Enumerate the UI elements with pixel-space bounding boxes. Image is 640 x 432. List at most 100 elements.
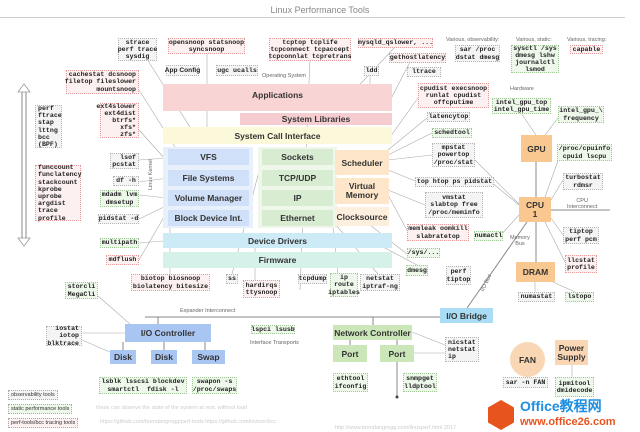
- various-observability-label: Various, observability:: [446, 37, 500, 43]
- tool-df: df -h: [113, 176, 139, 186]
- tool-nicstat: nicstat netstat ip: [445, 337, 479, 362]
- legend-tracing: perf-tools/bcc tracing tools: [8, 418, 79, 428]
- tool-tcpdump: tcpdump: [298, 274, 327, 284]
- swap-box: Swap: [192, 350, 225, 364]
- tool-sar-fan: sar -n FAN: [503, 377, 548, 388]
- static-tools-note: these can observe the state of the syste…: [96, 405, 248, 411]
- tool-ugc-ucalls: ugc ucalls: [216, 65, 258, 76]
- title-divider: [0, 17, 625, 18]
- tool-strace: strace perf trace sysdig: [117, 38, 158, 61]
- io-controller-box: I/O Controller: [125, 324, 211, 342]
- tool-sysctl: sysctl /sys dmesg lshw journalctl lsmod: [511, 45, 559, 73]
- tool-ext4slower: ext4slower ext4dist btrfs* xfs* zfs*: [96, 103, 139, 138]
- tool-schedtool: schedtool: [432, 128, 472, 138]
- layer-device-drivers: Device Drivers: [163, 233, 392, 248]
- tool-gethostlatency: gethostlatency: [389, 53, 446, 63]
- tool-biotop: biotop biosnoop biolatency bitesize: [131, 274, 210, 291]
- tool-lsblk: lsblk lsscsi blockdev smartctl fdisk -l: [99, 377, 187, 394]
- tool-sys: /sys/...: [407, 248, 440, 258]
- memory-bus-label: Memory Bus: [510, 235, 530, 247]
- cpu-box: CPU 1: [519, 197, 551, 222]
- tool-perf-ftrace: perf ftrace stap lttng bcc (BPF): [35, 105, 62, 148]
- tool-ip-route: ip route iptables: [328, 273, 360, 297]
- credit-text: http://www.brendangregg.com/linuxperf.ht…: [335, 425, 457, 431]
- tool-lsof: lsof pcstat: [110, 153, 139, 169]
- tool-swapon: swapon -s /proc/swaps: [192, 377, 237, 394]
- tool-perf-tiptop: perf tiptop: [446, 266, 471, 285]
- fan-circle: FAN: [510, 342, 545, 377]
- kernel-label: Linux Kernel: [148, 159, 154, 190]
- tool-tcptop: tcptop tcplife tcpconnect tcpaccept tcpc…: [268, 38, 352, 61]
- tool-ethtool: ethtool ifconfig: [333, 373, 368, 392]
- layer-syscall-interface: System Call Interface: [163, 127, 392, 144]
- watermark-url: www.office26.com: [520, 416, 616, 428]
- tool-ldd: ldd: [364, 66, 379, 76]
- legend-static: static performance tools: [8, 404, 73, 414]
- layer-file-systems: File Systems: [168, 170, 249, 186]
- tools-urls[interactable]: https://github.com/brendangregg/perf-too…: [100, 419, 277, 425]
- tool-memleak: memleak oomkill slabratetop: [407, 224, 469, 241]
- layer-virtual-memory: Virtual Memory: [335, 178, 389, 204]
- tool-intel-gpu-top: intel_gpu_top intel_gpu_time: [492, 98, 551, 114]
- tool-latencytop: latencytop: [427, 112, 470, 122]
- tool-cpuinfo: /proc/cpuinfo cpuid lscpu: [557, 144, 612, 161]
- tool-capable: capable: [570, 45, 603, 54]
- layer-sockets: Sockets: [262, 149, 333, 165]
- tool-opensnoop: opensnoop statsnoop syncsnoop: [168, 38, 245, 54]
- tool-top-htop: top htop ps pidstat: [415, 177, 494, 187]
- tool-multipath: multipath: [100, 238, 139, 248]
- os-label: Operating System: [262, 73, 307, 79]
- tool-pidstat-d: pidstat -d: [98, 214, 139, 224]
- tool-tiptop-pcm: tiptop perf pcm: [563, 227, 599, 244]
- tool-ss: ss: [226, 274, 238, 284]
- tool-lstopo: lstopo: [565, 292, 594, 302]
- layer-volume-manager: Volume Manager: [168, 190, 249, 206]
- tool-snmpget: snmpget lldptool: [403, 373, 437, 392]
- various-tracing-label: Various, tracing:: [567, 37, 607, 43]
- tool-dmesg: dmesg: [406, 265, 428, 276]
- layer-ip: IP: [262, 190, 333, 206]
- tool-netstat: netstat iptraf-ng: [360, 274, 400, 291]
- tool-storcli: storcli MegaCli: [65, 282, 98, 299]
- tool-ltrace: ltrace: [407, 67, 441, 77]
- diagram-title: Linux Performance Tools: [270, 5, 370, 15]
- tool-iostat: iostat iotop blktrace: [46, 325, 82, 347]
- expander-interconnect-label: Expander Interconnect: [180, 308, 236, 314]
- tool-app-config: App Config: [165, 65, 200, 76]
- dram-box: DRAM: [516, 262, 555, 282]
- tool-lspci: lspci lsusb: [251, 325, 295, 334]
- layer-scheduler: Scheduler: [335, 150, 389, 175]
- io-bridge-box: I/O Bridge: [440, 308, 493, 323]
- tool-funccount: funccount funclatency stackcount kprobe …: [35, 164, 82, 222]
- tool-cachestat: cachestat dcsnoop filetop fileslower mou…: [65, 70, 139, 94]
- layer-ethernet: Ethernet: [262, 210, 333, 226]
- tool-hardirqs: hardirqs ttysnoop: [243, 280, 280, 298]
- layer-firmware: Firmware: [163, 252, 392, 268]
- layer-tcp-udp: TCP/UDP: [262, 170, 333, 186]
- layer-block-device: Block Device Int.: [168, 210, 249, 226]
- disk-box-1: Disk: [110, 350, 136, 364]
- tool-llcstat: llcstat profile: [565, 255, 597, 273]
- tool-cpudist: cpudist execsnoop runlat cpudist offcput…: [418, 83, 489, 108]
- tool-intel-gpu-frequency: intel_gpu_\ frequency: [558, 106, 604, 123]
- gpu-box: GPU: [521, 135, 552, 162]
- tool-ipmitool: ipmitool dmidecode: [555, 377, 594, 397]
- network-controller-box: Network Controller: [333, 325, 412, 340]
- tool-numactl: numactl: [474, 231, 503, 241]
- watermark-brand: Office教程网: [520, 398, 602, 414]
- tool-turbostat: turbostat rdmsr: [563, 173, 603, 190]
- port-box-1: Port: [333, 345, 367, 362]
- layer-system-libraries: System Libraries: [238, 111, 392, 125]
- disk-box-2: Disk: [151, 350, 177, 364]
- tool-mdflush: mdflush: [106, 255, 139, 265]
- layer-applications: Applications: [163, 84, 392, 111]
- layer-clocksource: Clocksource: [335, 207, 389, 226]
- tool-mdadm: mdadm lvm dmsetup: [100, 190, 139, 207]
- various-static-label: Various, static:: [516, 37, 552, 43]
- port-box-2: Port: [380, 345, 414, 362]
- layer-vfs: VFS: [168, 149, 249, 165]
- tool-mysqld-qslower: mysqld_qslower, ...: [357, 38, 434, 48]
- tool-vmstat: vmstat slabtop free /proc/meminfo: [425, 192, 483, 218]
- tool-numastat: numastat: [518, 292, 555, 302]
- tool-mpstat: mpstat powertop /proc/stat: [432, 143, 475, 167]
